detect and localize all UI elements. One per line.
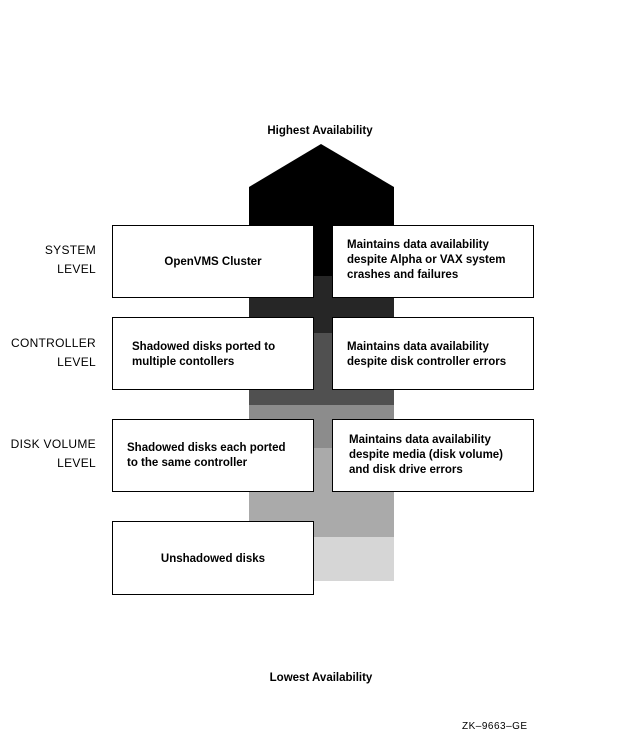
disk-volume-level-label: DISK VOLUME LEVEL	[10, 437, 96, 470]
system-level-label: SYSTEM LEVEL	[44, 243, 96, 276]
disk-volume-level-description: Maintains data availability despite medi…	[349, 434, 504, 476]
multiple-controllers-label: Shadowed disks ported to multiple contol…	[132, 341, 276, 368]
openvms-cluster-box: OpenVMS Cluster	[112, 225, 314, 298]
highest-availability-label: Highest Availability	[267, 125, 373, 137]
system-level-description-box: Maintains data availability despite Alph…	[332, 225, 534, 298]
controller-level-description: Maintains data availability despite disk…	[347, 341, 507, 368]
unshadowed-disks-box: Unshadowed disks	[112, 521, 314, 595]
same-controller-label: Shadowed disks each ported to the same c…	[127, 442, 286, 469]
same-controller-box: Shadowed disks each ported to the same c…	[112, 419, 314, 492]
figure-reference-id: ZK–9663–GE	[462, 721, 528, 732]
unshadowed-disks-label: Unshadowed disks	[160, 553, 266, 565]
controller-level-label: CONTROLLER LEVEL	[10, 336, 96, 369]
controller-level-description-box: Maintains data availability despite disk…	[332, 317, 534, 390]
multiple-controllers-box: Shadowed disks ported to multiple contol…	[112, 317, 314, 390]
openvms-cluster-label: OpenVMS Cluster	[164, 256, 262, 268]
disk-volume-description-box: Maintains data availability despite medi…	[332, 419, 534, 492]
system-level-description: Maintains data availability despite Alph…	[347, 239, 506, 281]
lowest-availability-label: Lowest Availability	[269, 672, 373, 684]
